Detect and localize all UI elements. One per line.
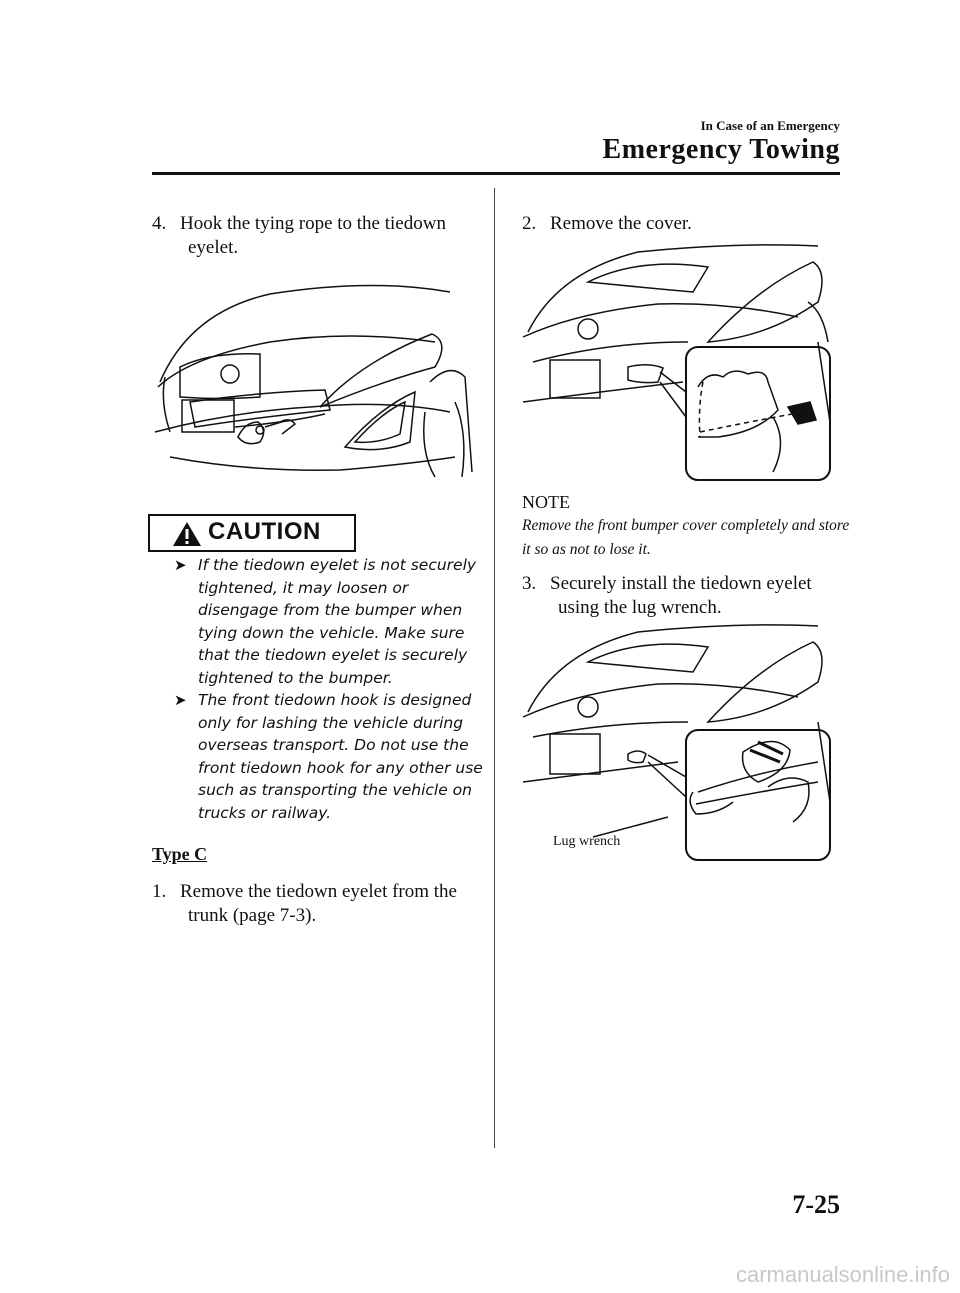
note-text: Remove the front bumper cover completely…: [522, 517, 850, 558]
figure-install-eyelet: [518, 622, 838, 862]
step-4: 4. Hook the tying rope to the tiedown ey…: [152, 212, 452, 260]
page-title: Emergency Towing: [602, 134, 840, 165]
lug-wrench-label: Lug wrench: [553, 834, 621, 849]
page-number: 7-25: [792, 1190, 840, 1219]
step-text: Remove the tiedown eyelet from the trunk…: [180, 881, 457, 926]
caution-box: CAUTION: [148, 514, 356, 552]
step-text: Hook the tying rope to the tiedown eyele…: [180, 213, 446, 258]
type-heading: Type C: [152, 844, 208, 864]
step-number: 2.: [522, 213, 537, 234]
header-rule: [152, 172, 840, 175]
step-2: 2. Remove the cover.: [522, 212, 822, 236]
step-number: 1.: [152, 881, 167, 902]
step-number: 3.: [522, 573, 537, 594]
caution-label: CAUTION: [208, 518, 321, 545]
caution-item: ➤ If the tiedown eyelet is not securely …: [174, 556, 477, 687]
column-divider: [494, 188, 495, 1148]
arrow-right-icon: ➤: [174, 556, 187, 574]
caution-list: ➤ If the tiedown eyelet is not securely …: [174, 554, 484, 824]
arrow-right-icon: ➤: [174, 691, 187, 709]
figure-remove-cover: [518, 242, 838, 482]
watermark: carmanualsonline.info: [735, 1262, 950, 1287]
note-heading: NOTE: [522, 492, 570, 512]
warning-triangle-icon: [172, 521, 202, 552]
step-text: Securely install the tiedown eyelet usin…: [550, 573, 812, 618]
section-name: In Case of an Emergency: [700, 118, 840, 133]
step-text: Remove the cover.: [550, 213, 692, 234]
step-3: 3. Securely install the tiedown eyelet u…: [522, 572, 842, 620]
step-1: 1. Remove the tiedown eyelet from the tr…: [152, 880, 472, 928]
step-number: 4.: [152, 213, 167, 234]
caution-item: ➤ The front tiedown hook is designed onl…: [174, 691, 483, 822]
figure-tiedown-hook: [150, 282, 475, 482]
